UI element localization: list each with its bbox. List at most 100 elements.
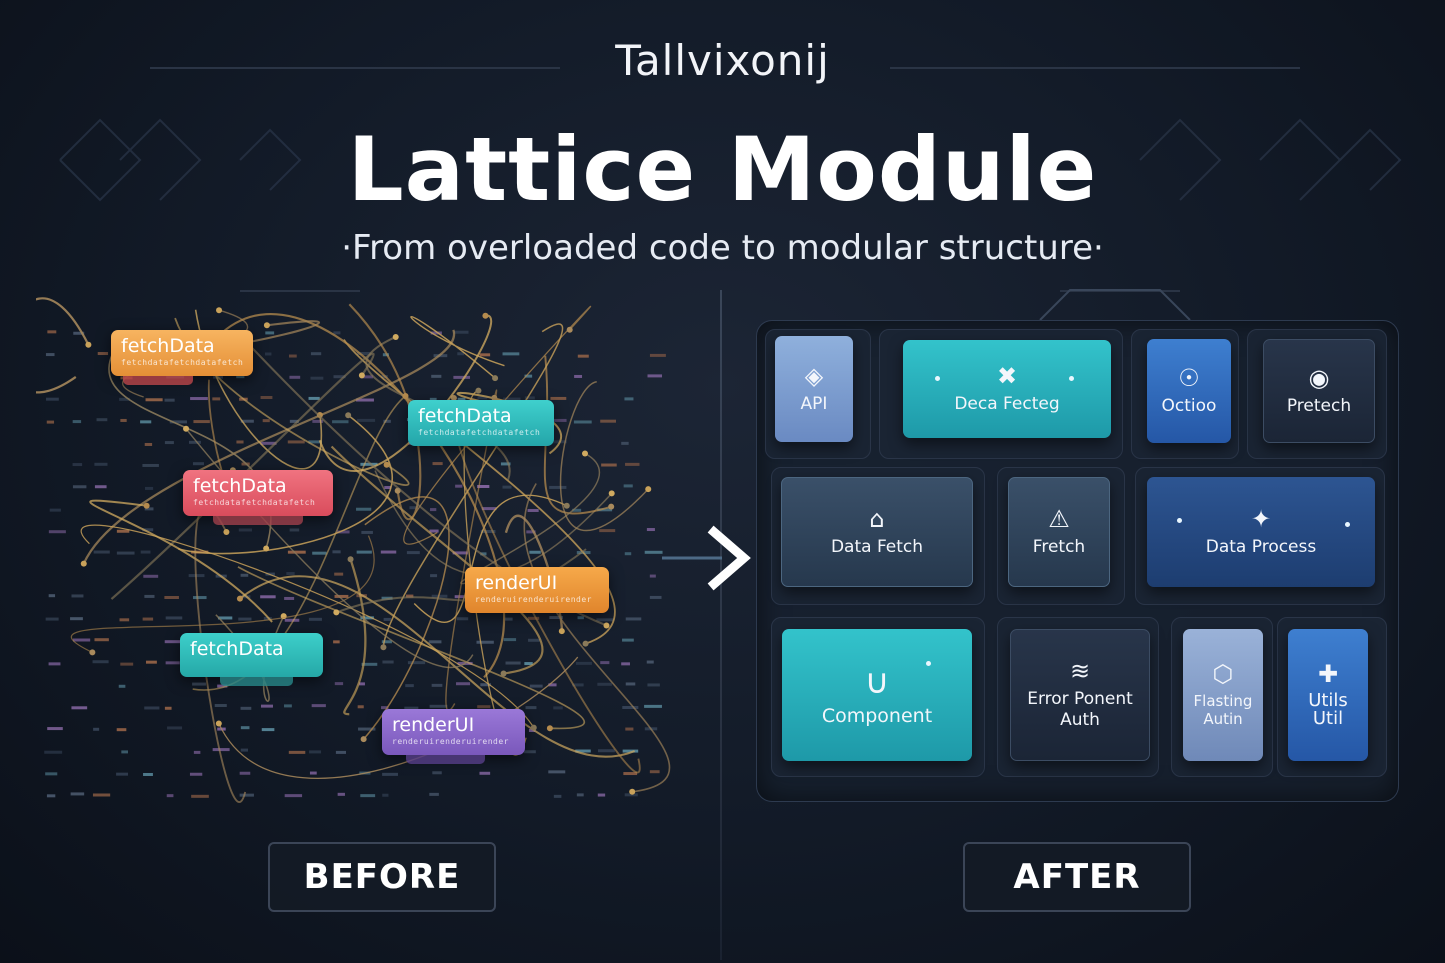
wire [363,496,450,740]
wire-endpoint [500,670,507,677]
code-fragment [121,750,129,754]
code-fragment [93,727,100,731]
code-fragment [600,661,610,665]
code-fragment [457,397,466,401]
code-fragment [312,419,324,423]
code-fragment [143,574,159,578]
code-fragment [93,550,110,554]
code-fragment [429,529,439,533]
brand-name: Tallvixonij [615,36,830,85]
code-fragment [625,682,636,686]
code-fragment [597,682,612,686]
code-fragment [505,661,521,665]
code-fragment [164,441,174,445]
wire-endpoint [380,644,387,651]
code-fragment [336,530,350,534]
code-fragment [164,596,179,600]
code-fragment [311,704,326,708]
code-fragment [144,442,153,446]
wire-endpoint [566,326,573,333]
code-fragment [384,486,391,490]
code-fragment [212,748,230,752]
node-label: fetchData [121,335,215,357]
code-fragment [549,485,567,489]
code-fragment [622,638,634,642]
code-fragment [456,617,469,621]
code-fragment [456,682,471,686]
bird-icon: ✦ [1250,504,1272,533]
code-fragment [625,727,634,731]
code-fragment [312,551,327,555]
code-fragment [289,419,299,423]
arrow-right-icon [662,525,751,591]
code-fragment [503,638,517,642]
node-label: renderUI [475,572,558,594]
sparkle-dot [1069,376,1074,381]
code-fragment [164,706,172,710]
code-fragment [455,484,463,488]
code-fragment [358,727,376,731]
code-fragment [574,374,583,378]
code-fragment [334,572,344,576]
wire-endpoint [546,725,553,732]
wire-endpoint [629,788,636,795]
code-fragment [548,683,557,687]
tile-error-ponent-auth: ≋ Error Ponent Auth [1010,629,1150,761]
code-fragment [334,682,344,686]
tile-octioo: ☉ Octioo [1147,339,1231,443]
code-fragment [47,727,63,731]
wire [80,524,535,728]
code-fragment [260,396,273,400]
node-sublabel: renderuirenderuirender [392,737,509,746]
code-fragment [284,794,303,798]
code-fragment [288,354,297,358]
code-fragment [382,353,389,357]
code-fragment [189,440,201,444]
code-fragment [333,640,340,644]
wire-endpoint [383,461,390,468]
code-fragment [70,792,85,796]
wire [218,656,579,779]
code-fragment [236,375,245,379]
code-fragment [577,616,584,620]
node-sublabel: renderuirenderuirender [475,595,592,604]
code-fragment [284,704,292,708]
code-fragment [480,552,487,556]
code-fragment [164,398,175,402]
code-fragment [189,772,203,776]
code-fragment [142,528,154,532]
code-fragment [332,420,349,424]
code-fragment [94,462,108,466]
wire-endpoint [80,560,87,567]
node-shadow [406,755,485,764]
code-fragment [48,594,56,598]
wire-endpoint [333,609,340,616]
code-fragment [72,638,91,642]
code-fragment [310,352,322,356]
code-fragment [193,596,207,600]
wire [89,499,273,623]
code-fragment [575,749,591,753]
code-fragment [529,684,543,688]
code-fragment [240,748,249,752]
code-fragment [140,550,151,554]
code-fragment [360,462,378,466]
code-fragment [647,683,660,687]
code-fragment [623,484,633,488]
u-icon: ∪ [864,661,890,702]
code-fragment [644,704,662,708]
code-fragment [597,508,613,512]
wire [559,381,649,532]
code-fragment [142,617,154,621]
code-fragment [165,616,183,620]
code-fragment [309,771,317,775]
code-fragment [144,486,154,490]
code-fragment [96,418,108,422]
code-fragment [649,770,660,774]
code-fragment [382,660,394,664]
code-fragment [116,551,135,555]
wire-endpoint [482,312,489,319]
wire-endpoint [530,724,537,731]
tile-api: ◈ API [775,336,853,442]
code-fragment [361,662,378,666]
